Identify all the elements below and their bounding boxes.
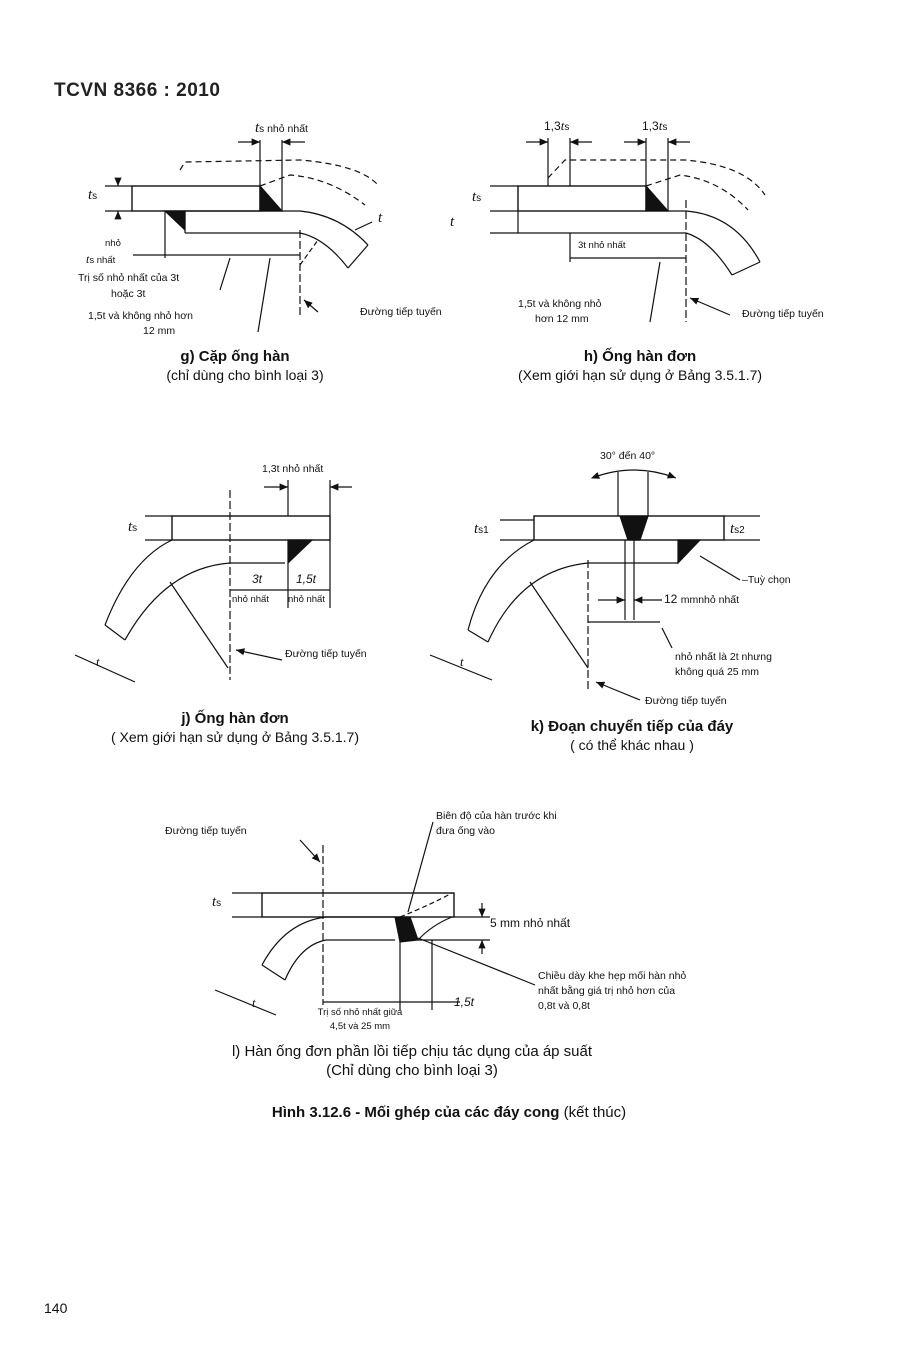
l-min-5-unit: mm nhỏ nhất xyxy=(500,916,571,930)
l-amplitude-a: Biên độ của hàn trước khi xyxy=(436,810,557,822)
j-ts-subscript: s xyxy=(132,523,138,534)
k-optional-label: –Tuỳ chọn xyxy=(742,574,791,586)
l-throat-c: 0,8t và 0,8t xyxy=(538,1000,590,1012)
j-dim-13t: 1,3t nhỏ nhất xyxy=(262,463,324,475)
g-caption-title: g) Cặp ống hàn xyxy=(180,348,290,365)
h-dim-13ts-b: 1,3ts xyxy=(642,118,667,134)
j-caption-title: j) Ống hàn đơn xyxy=(181,710,289,727)
k-ts2-dimension: ts2 xyxy=(730,520,745,538)
l-throat-b: nhất bằng giá trị nhỏ hơn của xyxy=(538,985,676,997)
h-dim-13ts-b-sub: s xyxy=(662,122,668,133)
l-caption-sub: (Chỉ dùng cho bình loại 3) xyxy=(326,1062,498,1079)
h-dim-13ts-a-symbol: t xyxy=(560,118,565,133)
l-ts-dimension: ts xyxy=(212,893,221,911)
figure-g-drawing xyxy=(105,138,379,333)
k-ts1-dimension: ts1 xyxy=(474,520,489,538)
j-ts-dimension: ts xyxy=(128,518,137,536)
h-t-label: t xyxy=(450,214,455,230)
l-dim-15t: 1,5t xyxy=(454,995,475,1009)
g-min-15t-b: 12 mm xyxy=(143,325,176,337)
h-dim-13ts-a-text: 1,3 xyxy=(544,119,561,133)
l-min-5-value: 5 xyxy=(490,916,497,930)
g-ts-min-text: nhỏ nhất xyxy=(267,123,308,135)
g-ts-min-left-a: nhỏ xyxy=(105,238,121,249)
k-ts2-symbol: t xyxy=(730,521,735,537)
l-ts-symbol: t xyxy=(212,894,217,910)
k-min-12-unit: mmnhỏ nhất xyxy=(680,594,740,606)
h-dim-13ts-b-text: 1,3 xyxy=(642,119,659,133)
h-dim-13ts-a: 1,3ts xyxy=(544,118,569,134)
k-min-12-value: 12 xyxy=(664,592,678,606)
k-min-12: 12 mmnhỏ nhất xyxy=(664,592,739,606)
g-ts-min-left: ts nhất xyxy=(86,252,115,267)
g-tangent-label: Đường tiếp tuyến xyxy=(360,306,442,318)
h-caption-sub: (Xem giới hạn sử dụng ở Bảng 3.5.1.7) xyxy=(517,367,763,383)
h-ts-dimension: ts xyxy=(472,188,481,206)
g-min-3t: Trị số nhỏ nhất của 3t xyxy=(78,272,180,284)
k-caption-title: k) Đoạn chuyển tiếp của đáy xyxy=(530,718,734,735)
g-t-label: t xyxy=(378,210,383,226)
document-code: TCVN 8366 : 2010 xyxy=(54,80,221,101)
k-caption-sub: ( có thể khác nhau ) xyxy=(570,737,694,753)
k-ts1-subscript: s1 xyxy=(478,525,489,536)
g-min-15t: 1,5t và không nhỏ hơn xyxy=(88,310,193,322)
j-dim-15t: 1,5t xyxy=(296,572,317,586)
j-caption-sub: ( Xem giới hạn sử dụng ở Bảng 3.5.1.7) xyxy=(111,729,359,745)
l-min-5: 5 mm nhỏ nhất xyxy=(490,916,570,930)
l-ts-subscript: s xyxy=(216,898,222,909)
figure-j-drawing xyxy=(74,480,352,683)
j-min-b: nhỏ nhất xyxy=(288,594,325,605)
l-dim-between-a: Trị số nhỏ nhất giữa xyxy=(317,1007,403,1018)
g-ts-symbol: t xyxy=(255,120,260,136)
figure-k-drawing xyxy=(429,469,760,701)
k-min-2t-a: nhỏ nhất là 2t nhưng xyxy=(675,651,772,663)
g-ts-left-symbol: t xyxy=(86,252,90,266)
g-caption-sub: (chỉ dùng cho bình loại 3) xyxy=(166,367,324,383)
figure-h-drawing xyxy=(490,138,766,323)
h-dim-13ts-a-sub: s xyxy=(564,122,570,133)
j-ts-symbol: t xyxy=(128,519,133,535)
figure-title-bold: Hình 3.12.6 - Mối ghép của các đáy cong xyxy=(271,1104,560,1121)
k-t-label: t xyxy=(460,654,464,669)
h-min-15t: 1,5t và không nhỏ xyxy=(518,298,602,310)
figure-title-normal: (kết thúc) xyxy=(559,1104,627,1121)
h-min-3t: 3t nhỏ nhất xyxy=(578,240,626,251)
k-optional-text: Tuỳ chọn xyxy=(747,574,791,586)
k-ts2-subscript: s2 xyxy=(734,525,745,536)
h-dim-13ts-b-symbol: t xyxy=(658,118,663,133)
k-ts1-symbol: t xyxy=(474,521,479,537)
g-ts-left-subscript: s xyxy=(89,255,95,266)
page-number: 140 xyxy=(44,1300,68,1316)
j-dim-3t: 3t xyxy=(252,572,263,586)
h-min-15t-b: hơn 12 mm xyxy=(535,313,589,325)
j-t-label: t xyxy=(96,654,100,669)
j-min-a: nhỏ nhất xyxy=(232,594,269,605)
g-ts-dim-symbol: t xyxy=(88,187,93,203)
j-tangent-label: Đường tiếp tuyến xyxy=(285,648,367,660)
l-t-label: t xyxy=(252,995,256,1010)
l-throat-a: Chiều dày khe hẹp mối hàn nhỏ xyxy=(538,970,687,982)
l-tangent-label: Đường tiếp tuyến xyxy=(165,825,247,837)
g-ts-min-label: ts nhỏ nhất xyxy=(255,120,308,137)
g-ts-dimension: ts xyxy=(88,186,97,204)
l-caption-title: l) Hàn ống đơn phần lồi tiếp chịu tác dụ… xyxy=(231,1043,593,1060)
l-dim-between-b: 4,5t và 25 mm xyxy=(329,1021,391,1032)
g-ts-dim-subscript: s xyxy=(92,191,98,202)
k-tangent-label: Đường tiếp tuyến xyxy=(645,695,727,707)
h-tangent-label: Đường tiếp tuyến xyxy=(742,308,824,320)
figure-l-drawing xyxy=(214,821,536,1016)
h-caption-title: h) Ống hàn đơn xyxy=(583,348,697,365)
g-min-3t-b: hoặc 3t xyxy=(111,288,146,300)
figure-title: Hình 3.12.6 - Mối ghép của các đáy cong … xyxy=(272,1104,626,1121)
h-ts-subscript: s xyxy=(476,193,482,204)
h-ts-symbol: t xyxy=(472,189,477,205)
l-amplitude-b: đưa ống vào xyxy=(436,825,495,837)
k-min-2t-b: không quá 25 mm xyxy=(675,666,760,678)
g-ts-min-left-b: nhất xyxy=(96,255,116,266)
k-angle-label: 30° đến 40° xyxy=(600,450,656,462)
g-ts-subscript: s xyxy=(259,124,265,135)
